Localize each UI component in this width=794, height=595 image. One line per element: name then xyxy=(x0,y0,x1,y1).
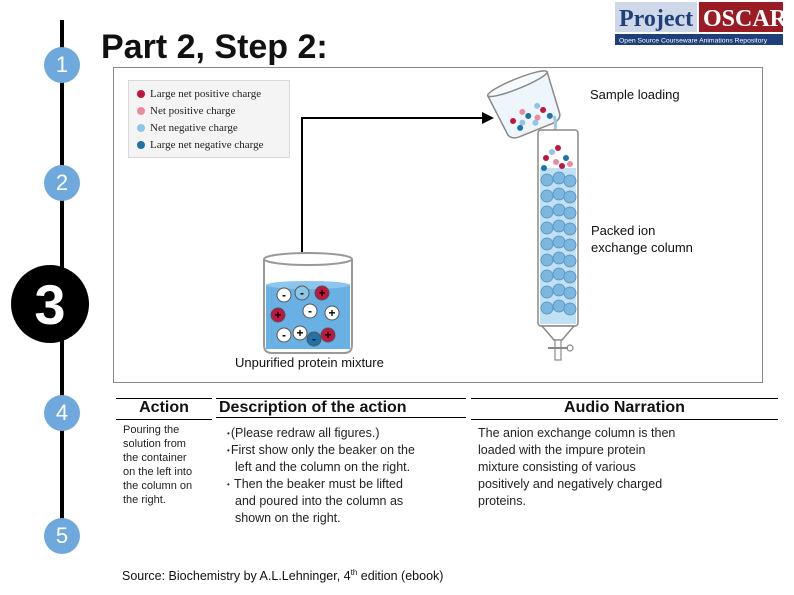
action-line: Pouring the xyxy=(123,424,180,436)
action-line: the column on xyxy=(123,480,193,492)
description-line: and poured into the column as xyxy=(235,494,404,508)
legend-dot xyxy=(137,90,145,98)
logo-word-project: Project xyxy=(619,6,693,32)
charge-sign: + xyxy=(274,308,281,322)
description-line: left and the column on the right. xyxy=(235,460,411,474)
mixture-label: Unpurified protein mixture xyxy=(235,355,384,370)
step-number: 1 xyxy=(55,52,69,77)
legend-item: Net negative charge xyxy=(137,122,238,134)
action-line: on the left into xyxy=(123,466,193,478)
narration-line: loaded with the impure protein xyxy=(478,443,646,457)
action-line: solution from xyxy=(123,438,186,450)
logo-tagline: Open Source Courseware Animations Reposi… xyxy=(619,38,768,45)
ion-exchange-column-icon xyxy=(537,129,579,361)
legend-dot xyxy=(137,107,145,115)
description-line: • Then the beaker must be lifted xyxy=(227,477,403,491)
source-citation: Source: Biochemistry by A.L.Lehninger, 4… xyxy=(122,568,444,584)
pour-arrow xyxy=(301,112,494,255)
header-audio-narration: Audio Narration xyxy=(471,398,778,420)
action-cell: Pouring the solution from the container … xyxy=(123,423,213,507)
column-label-line2: exchange column xyxy=(591,240,693,255)
step-number: 2 xyxy=(55,170,69,195)
figure-frame xyxy=(113,67,763,383)
description-line: •First show only the beaker on the xyxy=(227,443,415,457)
step-marker-2[interactable]: 2 xyxy=(44,165,80,201)
step-marker-1[interactable]: 1 xyxy=(44,47,80,83)
charge-sign: + xyxy=(324,328,331,342)
column-label-line1: Packed ion xyxy=(591,223,656,238)
header-action: Action xyxy=(116,398,212,420)
charge-sign: - xyxy=(308,304,312,318)
action-line: the right. xyxy=(123,494,166,506)
action-line: the container xyxy=(123,452,187,464)
charge-sign: - xyxy=(282,328,286,342)
legend-dot xyxy=(137,141,145,149)
narration-line: positively and negatively charged xyxy=(478,477,663,491)
header-description: Description of the action xyxy=(216,398,466,418)
charge-sign: + xyxy=(296,326,303,340)
page-title: Part 2, Step 2: xyxy=(101,28,328,66)
narration-line: proteins. xyxy=(478,494,526,508)
charge-sign: - xyxy=(300,286,304,300)
legend-item: Net positive charge xyxy=(137,105,235,117)
step-number: 4 xyxy=(55,400,69,425)
pouring-beaker-icon xyxy=(486,70,561,140)
charge-sign: - xyxy=(312,332,316,346)
legend-item: Large net negative charge xyxy=(137,139,264,151)
narration-cell: The anion exchange column is then loaded… xyxy=(478,425,773,510)
project-oscar-logo: Project OSCAR Open Source Courseware Ani… xyxy=(613,0,785,47)
legend-dot xyxy=(137,124,145,132)
step-number: 5 xyxy=(55,523,69,548)
description-line: shown on the right. xyxy=(235,511,341,525)
legend-item: Large net positive charge xyxy=(137,88,261,100)
narration-line: mixture consisting of various xyxy=(478,460,636,474)
sample-loading-label: Sample loading xyxy=(590,87,680,102)
step-marker-4[interactable]: 4 xyxy=(44,395,80,431)
description-cell: •(Please redraw all figures.) •First sho… xyxy=(227,425,467,527)
description-line: •(Please redraw all figures.) xyxy=(227,426,380,440)
charge-legend: Large net positive charge Net positive c… xyxy=(128,80,290,158)
narration-line: The anion exchange column is then xyxy=(478,426,676,440)
charge-sign: + xyxy=(328,306,335,320)
step-marker-3-active[interactable]: 3 xyxy=(11,265,89,343)
protein-mixture-beaker-icon: - - + + - + - + - + xyxy=(263,252,353,354)
step-marker-5[interactable]: 5 xyxy=(44,518,80,554)
charge-sign: - xyxy=(282,288,286,302)
logo-word-oscar: OSCAR xyxy=(703,6,785,32)
charge-sign: + xyxy=(318,286,325,300)
step-number: 3 xyxy=(34,272,66,336)
